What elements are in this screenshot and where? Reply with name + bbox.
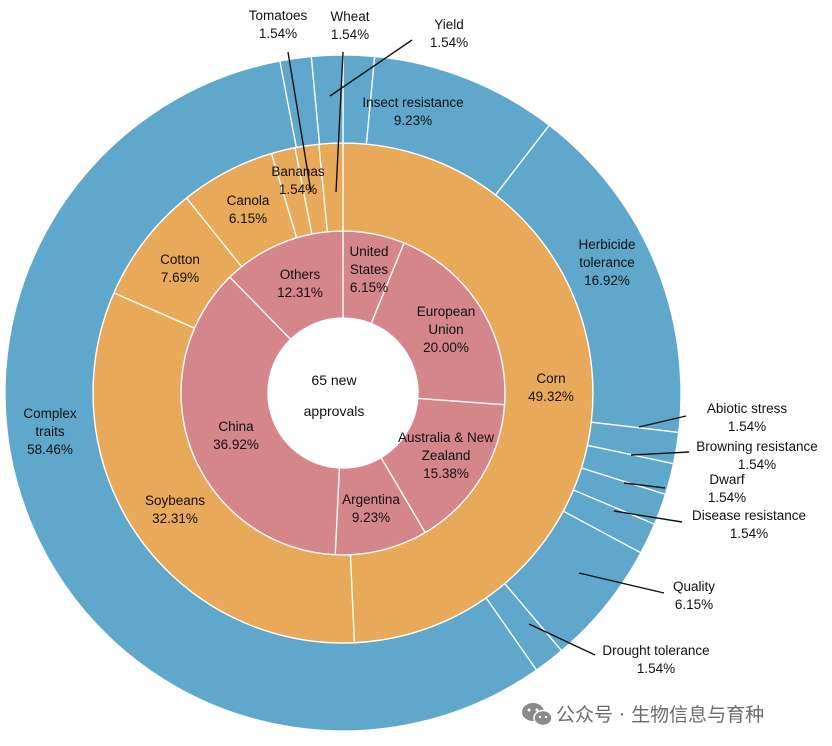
label-crop-bananas: Bananas 1.54%	[271, 164, 325, 197]
label-line-browning-resistance-0: Browning resistance	[696, 439, 818, 454]
label-line-abiotic-stress-0: Abiotic stress	[707, 401, 788, 416]
label-line-united-states-1: States	[350, 262, 389, 277]
label-trait-herbicide-tolerance: Herbicide tolerance 16.92%	[578, 237, 635, 288]
label-line-tomatoes-0: Tomatoes	[249, 8, 308, 23]
label-crop-canola: Canola 6.15%	[227, 193, 270, 226]
label-trait-dwarf: Dwarf 1.54%	[708, 472, 746, 505]
label-line-insect-resistance-0: Insect resistance	[362, 95, 463, 110]
center-label-line-2: approvals	[304, 403, 365, 419]
trait-segment-complex-traits[interactable]	[4, 60, 538, 732]
label-line-bananas-1: 1.54%	[279, 182, 317, 197]
label-trait-complex-traits: Complex traits 58.46%	[23, 406, 77, 457]
label-line-dwarf-0: Dwarf	[709, 472, 745, 487]
leader-line-drought-tolerance	[528, 623, 596, 656]
center-hole	[268, 318, 418, 468]
watermark-text: 公众号 · 生物信息与育种	[556, 704, 764, 726]
label-line-soybeans-1: 32.31%	[152, 511, 198, 526]
leader-line-abiotic-stress	[638, 415, 687, 428]
trait-segment-wheat[interactable]	[310, 54, 344, 145]
label-crop-corn: Corn 49.32%	[528, 371, 574, 404]
label-line-disease-resistance-1: 1.54%	[730, 526, 768, 541]
label-line-china-1: 36.92%	[213, 437, 259, 452]
label-line-united-states-2: 6.15%	[350, 280, 388, 295]
label-line-european-union-2: 20.00%	[423, 340, 469, 355]
label-line-yield-0: Yield	[434, 17, 464, 32]
label-line-corn-0: Corn	[536, 371, 565, 386]
label-line-drought-tolerance-0: Drought tolerance	[602, 643, 709, 658]
label-country-others: Others 12.31%	[277, 267, 323, 300]
leader-line-tomatoes	[287, 51, 312, 193]
label-line-quality-1: 6.15%	[675, 597, 713, 612]
leader-line-quality	[578, 572, 665, 594]
label-line-united-states-0: United	[349, 244, 388, 259]
label-line-australia-new-zealand-2: 15.38%	[423, 466, 469, 481]
label-line-browning-resistance-1: 1.54%	[738, 457, 776, 472]
label-crop-cotton: Cotton 7.69%	[160, 252, 200, 285]
label-line-cotton-1: 7.69%	[161, 270, 199, 285]
label-crop-soybeans: Soybeans 32.31%	[145, 493, 205, 526]
label-line-complex-traits-2: 58.46%	[27, 442, 73, 457]
label-line-abiotic-stress-1: 1.54%	[728, 419, 766, 434]
label-line-canola-0: Canola	[227, 193, 270, 208]
label-line-argentina-0: Argentina	[342, 492, 400, 507]
label-line-others-1: 12.31%	[277, 285, 323, 300]
label-trait-quality: Quality 6.15%	[673, 579, 715, 612]
label-line-drought-tolerance-1: 1.54%	[637, 661, 675, 676]
label-line-others-0: Others	[280, 267, 321, 282]
label-line-herbicide-tolerance-1: tolerance	[579, 255, 635, 270]
label-line-wheat-0: Wheat	[330, 9, 369, 24]
label-line-corn-1: 49.32%	[528, 389, 574, 404]
label-line-canola-1: 6.15%	[229, 211, 267, 226]
chart-rings	[4, 54, 682, 732]
leader-line-yield	[329, 39, 413, 97]
leader-line-dwarf	[623, 482, 666, 489]
label-country-argentina: Argentina 9.23%	[342, 492, 400, 525]
label-line-wheat-1: 1.54%	[331, 27, 369, 42]
label-line-insect-resistance-1: 9.23%	[394, 113, 432, 128]
label-line-disease-resistance-0: Disease resistance	[692, 508, 806, 523]
leader-line-disease-resistance	[613, 510, 683, 523]
label-line-tomatoes-1: 1.54%	[259, 26, 297, 41]
label-crop-tomatoes: Tomatoes 1.54%	[249, 8, 308, 41]
label-line-bananas-0: Bananas	[271, 164, 325, 179]
watermark: 公众号 · 生物信息与育种	[522, 703, 764, 727]
label-trait-insect-resistance: Insect resistance 9.23%	[362, 95, 463, 128]
label-trait-drought-tolerance: Drought tolerance 1.54%	[602, 643, 709, 676]
label-trait-disease-resistance: Disease resistance 1.54%	[692, 508, 806, 541]
label-line-china-0: China	[218, 419, 254, 434]
label-country-china: China 36.92%	[213, 419, 259, 452]
label-line-dwarf-1: 1.54%	[708, 490, 746, 505]
label-line-soybeans-0: Soybeans	[145, 493, 205, 508]
label-line-australia-new-zealand-0: Australia & New	[398, 430, 494, 445]
label-line-complex-traits-1: traits	[35, 424, 65, 439]
label-trait-yield: Yield 1.54%	[430, 17, 468, 50]
label-line-yield-1: 1.54%	[430, 35, 468, 50]
label-line-australia-new-zealand-1: Zealand	[422, 448, 471, 463]
label-line-european-union-1: Union	[428, 322, 463, 337]
label-line-european-union-0: European	[417, 304, 476, 319]
leader-line-browning-resistance	[630, 451, 690, 456]
label-line-quality-0: Quality	[673, 579, 715, 594]
label-line-argentina-1: 9.23%	[352, 510, 390, 525]
center-label-line-1: 65 new	[311, 372, 357, 388]
label-line-complex-traits-0: Complex	[23, 406, 77, 421]
wechat-icon	[522, 703, 553, 727]
label-line-herbicide-tolerance-2: 16.92%	[584, 273, 630, 288]
label-line-herbicide-tolerance-0: Herbicide	[578, 237, 635, 252]
leader-lines	[287, 39, 690, 656]
label-trait-browning-resistance: Browning resistance 1.54%	[696, 439, 818, 472]
leader-line-wheat	[335, 51, 344, 193]
label-line-cotton-0: Cotton	[160, 252, 200, 267]
label-crop-wheat: Wheat 1.54%	[330, 9, 369, 42]
label-trait-abiotic-stress: Abiotic stress 1.54%	[707, 401, 788, 434]
